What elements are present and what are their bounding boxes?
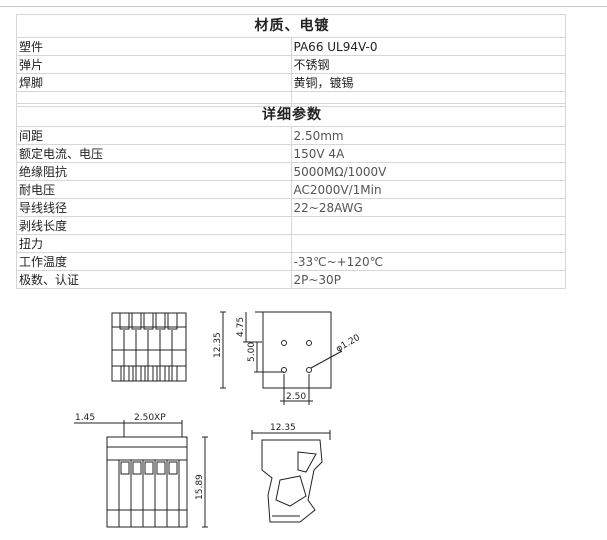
table-row: 扭力 — [16, 234, 566, 253]
param-key: 焊脚 — [16, 73, 292, 92]
dim-edge: 1.45 — [75, 413, 95, 423]
param-key: 剥线长度 — [16, 216, 292, 235]
side-view — [251, 430, 331, 523]
param-value: AC2000V/1Min — [290, 180, 566, 199]
pcb-footprint — [220, 311, 343, 405]
param-value: -33℃~+120℃ — [290, 252, 566, 271]
dim-hole-diameter: φ1.20 — [335, 333, 363, 355]
dim-depth: 12.35 — [270, 423, 296, 433]
dim-hole-spacing-v: 5.00 — [247, 342, 257, 362]
dim-top-offset: 4.75 — [236, 317, 246, 337]
table-row: 工作温度-33℃~+120℃ — [16, 252, 566, 271]
dim-height-side: 15.89 — [195, 474, 205, 500]
top-divider — [0, 6, 607, 7]
table-row: 塑件 PA66 UL94V-0 — [16, 37, 566, 56]
dim-hole-spacing-h: 2.50 — [286, 392, 306, 402]
table-row: 剥线长度 — [16, 216, 566, 235]
param-value: 2P~30P — [290, 270, 566, 289]
dim-pitch: 2.50XP — [134, 413, 166, 423]
param-value: 5000MΩ/1000V — [290, 162, 566, 181]
dim-height-front: 12.35 — [213, 332, 223, 358]
top-view — [74, 420, 208, 528]
param-key: 工作温度 — [16, 252, 292, 271]
param-key: 极数、认证 — [16, 270, 292, 289]
front-view — [111, 312, 187, 382]
materials-table: 材质、电镀 塑件 PA66 UL94V-0 弹片 不锈钢 焊脚 黄铜，镀锡 — [16, 14, 566, 107]
param-key: 绝缘阻抗 — [16, 162, 292, 181]
